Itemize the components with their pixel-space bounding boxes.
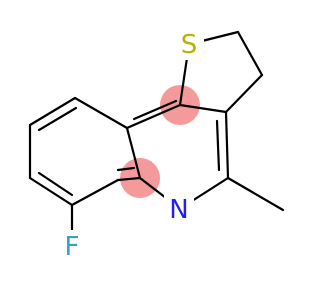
molecule-structure: S N F [28, 28, 285, 262]
bond-c9a-c9 [73, 96, 129, 130]
bond-c5a-c9a [125, 126, 142, 180]
bond-s-c9b [178, 56, 189, 107]
sulfur-label: S [181, 30, 198, 60]
label-bg-s [174, 28, 204, 60]
bond-c5-c5a [116, 176, 142, 182]
molecule-canvas: S N F [28, 28, 285, 262]
bond-c4-methyl [226, 176, 285, 212]
bond-s-c2 [196, 30, 240, 44]
bond-c3a-c4 [224, 110, 230, 180]
fluorine-label: F [65, 232, 80, 262]
bond-c2-c3 [236, 30, 264, 77]
bond-c3a-c9b [178, 103, 228, 114]
bonds [28, 30, 285, 234]
bond-c6-c5 [70, 178, 120, 207]
bond-c7-c6 [28, 176, 74, 207]
bond-c9a-c9b [125, 103, 182, 130]
bond-c3a-c4-inner [215, 119, 221, 172]
bond-c4-n [190, 176, 230, 203]
bond-n-c5a [138, 176, 168, 200]
bond-c7-c6-inner [37, 171, 74, 197]
atom-labels: S N F [58, 28, 204, 262]
nitrogen-label: N [169, 195, 188, 225]
bond-c3-c3a [224, 73, 264, 114]
atom-highlights [120, 85, 200, 198]
label-bg-f [58, 230, 86, 260]
bond-c9-c8-inner [37, 106, 78, 132]
bond-c9a-c9b-inner [132, 99, 178, 121]
bond-c9-c8 [28, 96, 77, 127]
label-bg-n [164, 190, 194, 222]
bond-c5-c5a-inner [116, 166, 136, 172]
